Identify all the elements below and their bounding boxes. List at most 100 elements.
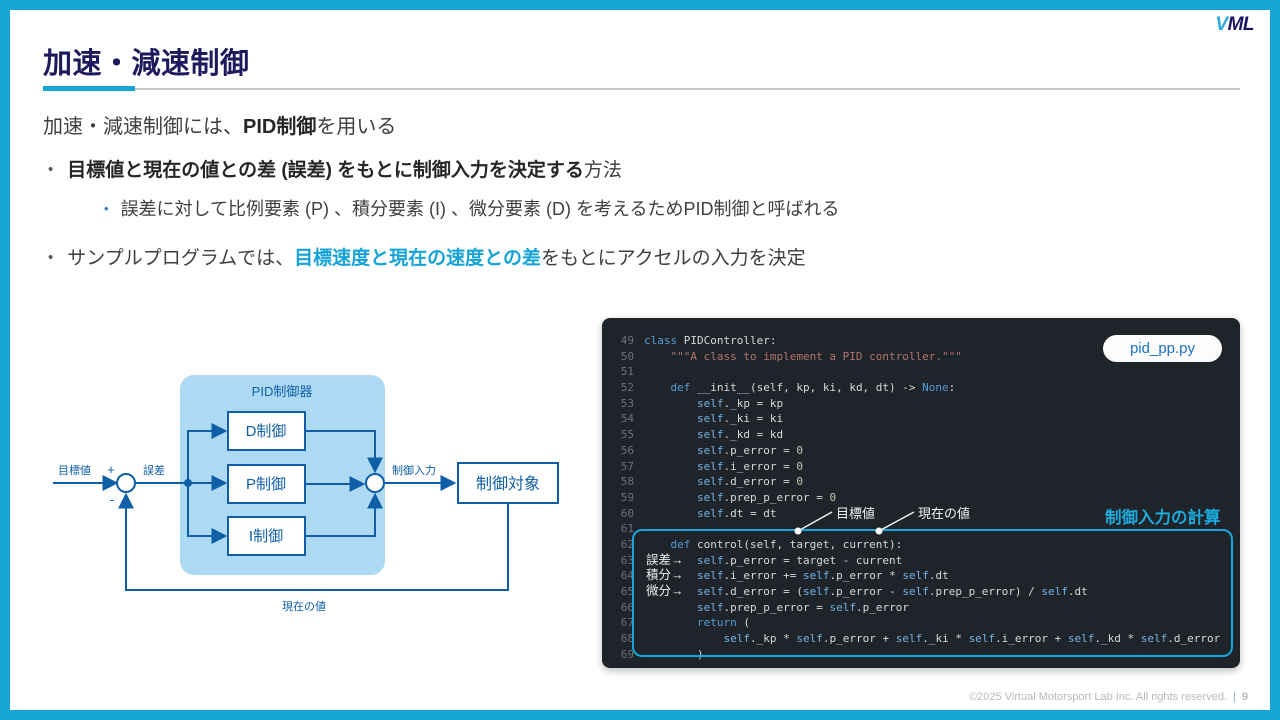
bullet-icon: • bbox=[48, 249, 54, 266]
text-segment: を用いる bbox=[316, 116, 397, 138]
sub-bullet-text: 誤差に対して比例要素 (P) 、積分要素 (I) 、微分要素 (D) を考えるた… bbox=[121, 199, 840, 219]
footer: ©2025 Virtual Motorsport Lab Inc. All ri… bbox=[969, 691, 1248, 703]
code-line-annotation: 積分→ bbox=[646, 568, 684, 583]
line-number: 64 bbox=[620, 569, 634, 583]
code-line: 58 self.d_error = 0 bbox=[610, 474, 1236, 490]
line-number: 56 bbox=[620, 443, 634, 457]
p-control-label: P制御 bbox=[246, 476, 286, 493]
control-input-label: 制御入力 bbox=[392, 463, 436, 477]
logo-v: V bbox=[1215, 14, 1228, 35]
d-control-block bbox=[227, 411, 306, 451]
code-line: 54 self._ki = ki bbox=[610, 411, 1236, 427]
text-segment: 加速・減速制御には、 bbox=[43, 116, 243, 138]
text-segment: 方法 bbox=[583, 160, 622, 181]
line-number: 66 bbox=[620, 600, 634, 614]
copyright-text: ©2025 Virtual Motorsport Lab Inc. All ri… bbox=[969, 691, 1228, 703]
line-number: 50 bbox=[620, 349, 634, 363]
plant-block bbox=[457, 462, 559, 504]
code-line: 51 bbox=[610, 364, 1236, 380]
branch-dot bbox=[184, 479, 192, 487]
line-number: 69 bbox=[620, 647, 634, 661]
footer-separator: | bbox=[1233, 691, 1236, 703]
line-number: 51 bbox=[620, 365, 634, 379]
code-line: 69 ) bbox=[610, 647, 1236, 663]
bullet-1-text: 目標値と現在の値との差 (誤差) をもとに制御入力を決定する方法 bbox=[67, 160, 622, 181]
feedback-arrow bbox=[118, 492, 509, 591]
line-number: 61 bbox=[620, 522, 634, 536]
code-line: 52 def __init__(self, kp, ki, kd, dt) ->… bbox=[610, 380, 1236, 396]
code-line: 50 """A class to implement a PID control… bbox=[610, 349, 1236, 365]
line-number: 59 bbox=[620, 490, 634, 504]
code-line: 57 self.i_error = 0 bbox=[610, 459, 1236, 475]
line-number: 58 bbox=[620, 475, 634, 489]
bullet-icon: • bbox=[104, 201, 109, 216]
p-control-block bbox=[227, 464, 306, 504]
plus-sign: + bbox=[107, 462, 115, 477]
i-out-arrow bbox=[305, 492, 383, 537]
filename-badge: pid_pp.py bbox=[1103, 335, 1222, 362]
bullet-2-text: サンプルプログラムでは、目標速度と現在の速度との差をもとにアクセルの入力を決定 bbox=[67, 248, 805, 269]
code-line: 56 self.p_error = 0 bbox=[610, 443, 1236, 459]
error-label: 誤差 bbox=[143, 463, 165, 477]
text-segment: 誤差に対して比例要素 (P) 、積分要素 (I) 、微分要素 (D) を考えるた… bbox=[120, 199, 840, 219]
line-number: 68 bbox=[620, 632, 634, 646]
line-number: 52 bbox=[620, 381, 634, 395]
sub-bullet: • 誤差に対して比例要素 (P) 、積分要素 (I) 、微分要素 (D) を考える… bbox=[104, 195, 839, 221]
code-line: 68 self._kp * self.p_error + self._ki * … bbox=[610, 631, 1236, 647]
code-line-annotation: 誤差→ bbox=[646, 552, 684, 567]
code-line: 61 bbox=[610, 521, 1236, 537]
pid-block-diagram: PID制御器 D制御 P制御 I制御 制御対象 目標値 + - 誤差 制御入力 … bbox=[53, 375, 559, 613]
code-line: 64 self.i_error += self.p_error * self.d… bbox=[610, 568, 1236, 584]
code-line-annotation: 微分→ bbox=[646, 584, 684, 598]
target-value-label: 目標値 bbox=[58, 463, 91, 477]
minus-sign: - bbox=[110, 491, 115, 507]
code-line: 65 self.d_error = (self.p_error - self.p… bbox=[610, 584, 1236, 600]
page-number: 9 bbox=[1241, 691, 1248, 703]
page-title: 加速・減速制御 bbox=[43, 48, 250, 80]
text-segment: サンプルプログラムでは、 bbox=[67, 248, 295, 269]
i-control-block bbox=[227, 516, 306, 556]
code-line: 67 return ( bbox=[610, 615, 1236, 631]
bullet-icon: • bbox=[48, 161, 54, 178]
code-line: 55 self._kd = kd bbox=[610, 427, 1236, 443]
code-line: 53 self._kp = kp bbox=[610, 396, 1236, 412]
summing-junction-1 bbox=[116, 473, 136, 493]
code-line: 59 self.prep_p_error = 0 bbox=[610, 490, 1236, 506]
code-caption: 制御入力の計算 bbox=[1105, 509, 1221, 527]
summing-junction-2 bbox=[365, 473, 385, 493]
line-number: 57 bbox=[620, 459, 634, 473]
line-number: 53 bbox=[620, 396, 634, 410]
code-line: 62 def control(self, target, current): bbox=[610, 537, 1236, 553]
code-line: 60 self.dt = dt bbox=[610, 506, 1236, 522]
line-number: 60 bbox=[620, 506, 634, 520]
text-segment: 目標値と現在の値との差 (誤差) をもとに制御入力を決定する bbox=[67, 160, 584, 181]
bullet-1: • 目標値と現在の値との差 (誤差) をもとに制御入力を決定する方法 bbox=[48, 155, 622, 182]
target-annotation: 目標値 bbox=[836, 506, 876, 521]
intro-text: 加速・減速制御には、PID制御を用いる bbox=[43, 116, 396, 138]
text-segment: 目標速度と現在の速度との差 bbox=[294, 248, 541, 269]
logo-ml: ML bbox=[1227, 14, 1255, 35]
line-number: 62 bbox=[620, 537, 634, 551]
error-to-d-arrow bbox=[187, 423, 228, 483]
line-number: 49 bbox=[620, 334, 634, 347]
vml-logo: VML bbox=[1215, 14, 1254, 36]
intro-line: 加速・減速制御には、PID制御を用いる bbox=[43, 110, 396, 139]
title-underline-accent bbox=[43, 86, 135, 91]
error-to-i-arrow bbox=[187, 483, 228, 544]
code-line: 66 self.prep_p_error = self.p_error bbox=[610, 600, 1236, 616]
text-segment: をもとにアクセルの入力を決定 bbox=[540, 248, 806, 269]
pid-controller-label: PID制御器 bbox=[252, 384, 313, 399]
current-annotation: 現在の値 bbox=[918, 506, 971, 521]
current-value-label: 現在の値 bbox=[282, 600, 326, 613]
title-underline-gray bbox=[135, 88, 1240, 90]
line-number: 63 bbox=[620, 553, 634, 567]
bullet-2: • サンプルプログラムでは、目標速度と現在の速度との差をもとにアクセルの入力を決定 bbox=[48, 243, 806, 270]
d-out-arrow bbox=[305, 430, 383, 474]
plant-label: 制御対象 bbox=[476, 475, 540, 493]
line-number: 67 bbox=[620, 616, 634, 630]
